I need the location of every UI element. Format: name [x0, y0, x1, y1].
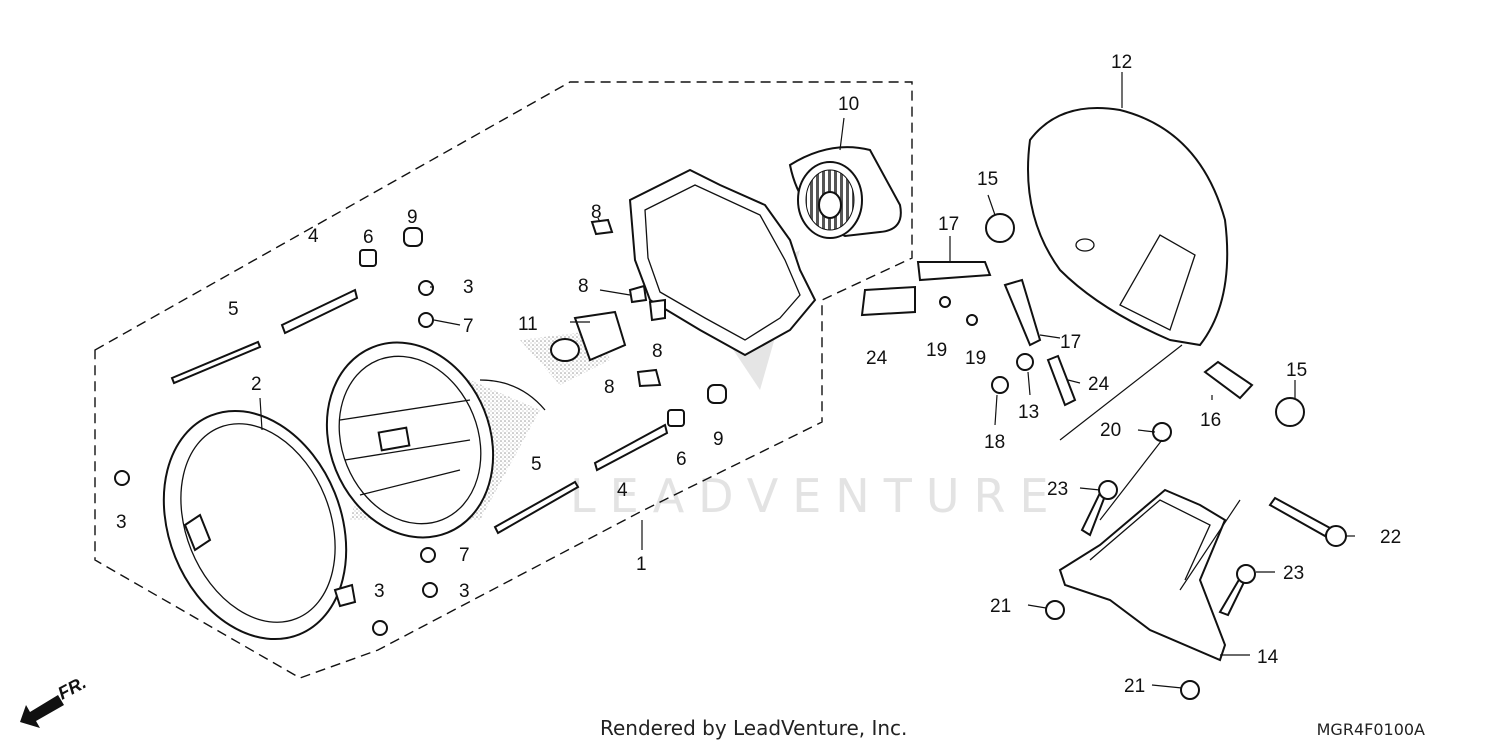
callout-8a: 8: [591, 202, 602, 223]
callout-8c: 8: [652, 341, 663, 362]
callout-7b: 7: [459, 545, 470, 566]
callout-12: 12: [1111, 52, 1132, 73]
leader-lines: [259, 72, 1355, 689]
render-credit: Rendered by LeadVenture, Inc.: [600, 716, 908, 740]
headlight-unit-part: [325, 341, 546, 539]
callout-9a: 9: [407, 207, 418, 228]
headlight-frame-part: [628, 168, 817, 357]
callout-13: 13: [1018, 402, 1039, 423]
callout-21b: 21: [1124, 676, 1145, 697]
callout-3c: 3: [459, 581, 470, 602]
callout-15b: 15: [1286, 360, 1307, 381]
callout-3a: 3: [116, 512, 127, 533]
diagram-code: MGR4F0100A: [1316, 720, 1425, 739]
callout-14: 14: [1257, 647, 1279, 668]
callout-10: 10: [838, 94, 859, 115]
callout-6b: 6: [676, 449, 687, 470]
callout-8d: 8: [604, 377, 615, 398]
callout-15a: 15: [977, 169, 998, 190]
callout-3d: 3: [374, 581, 385, 602]
callout-3b: 3: [463, 277, 474, 298]
bulb-part: [520, 310, 627, 385]
callout-21a: 21: [990, 596, 1011, 617]
callout-17b: 17: [1060, 332, 1081, 353]
headlight-rim-part: [162, 409, 357, 641]
callout-8b: 8: [578, 276, 589, 297]
callout-11: 11: [518, 314, 538, 335]
callout-7a: 7: [463, 316, 474, 337]
callout-9b: 9: [713, 429, 724, 450]
arrow-icon: [20, 695, 64, 728]
callout-17a: 17: [938, 214, 959, 235]
callout-20: 20: [1100, 420, 1121, 441]
callout-4a: 4: [308, 226, 319, 247]
callout-22: 22: [1380, 527, 1401, 548]
callout-23b: 23: [1283, 563, 1304, 584]
callout-5b: 5: [531, 454, 542, 475]
mounting-bracket-part: [1058, 488, 1227, 662]
callout-23a: 23: [1047, 479, 1068, 500]
headlight-shell-part: [1027, 107, 1229, 347]
callout-4b: 4: [617, 480, 628, 501]
callout-1: 1: [636, 554, 647, 575]
callout-19a: 19: [926, 340, 947, 361]
callout-24a: 24: [866, 348, 888, 369]
callout-18: 18: [984, 432, 1005, 453]
callout-5a: 5: [228, 299, 239, 320]
callout-labels: 1 2 3 3 3 3 3 4 4 5 5 6 6 7 7 8 8 8 8 9 …: [116, 52, 1401, 697]
callout-19b: 19: [965, 348, 986, 369]
watermark-text: LEADVENTURE: [570, 469, 1063, 523]
rear-housing-part: [788, 146, 902, 239]
callout-6a: 6: [363, 227, 374, 248]
assembly-boundary: [94, 81, 913, 679]
front-direction-indicator: FR.: [20, 672, 89, 728]
callout-2: 2: [251, 374, 262, 395]
callout-24b: 24: [1088, 374, 1110, 395]
callout-16: 16: [1200, 410, 1221, 431]
